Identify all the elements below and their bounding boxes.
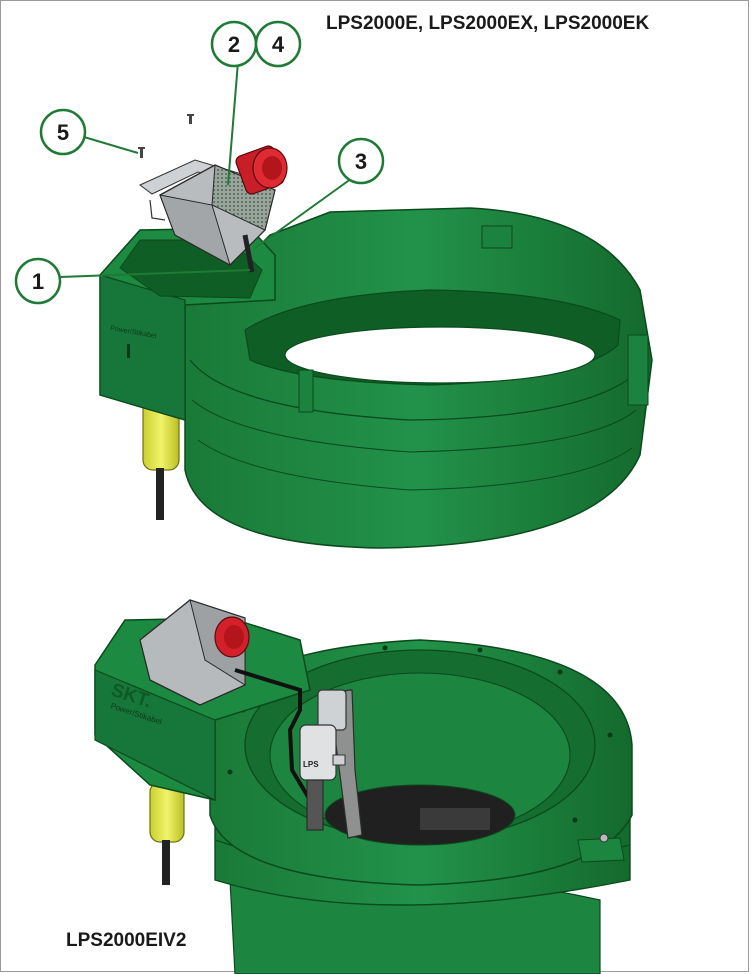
- callout-3: 3: [337, 137, 385, 185]
- model-title-top: LPS2000E, LPS2000EX, LPS2000EK: [326, 13, 650, 34]
- svg-text:5: 5: [57, 120, 69, 145]
- callout-4: 4: [254, 20, 302, 68]
- top-unit-tank: Power/Stikabel: [99, 207, 653, 549]
- screw-5a: [138, 147, 145, 158]
- pump-label: LPS: [303, 760, 319, 769]
- bottom-unit-tank: SKT. Power/Stikabel LPS: [94, 599, 633, 974]
- electrical-box-exploded: [138, 114, 288, 273]
- callout-1: 1: [14, 257, 62, 305]
- pump-assembly: LPS: [299, 689, 363, 839]
- red-plug-bottom: [214, 616, 250, 658]
- screw-5b: [187, 114, 194, 124]
- red-plug-top: [235, 145, 288, 195]
- svg-text:1: 1: [32, 269, 44, 294]
- cable-top: [156, 468, 164, 520]
- svg-text:4: 4: [272, 32, 285, 57]
- svg-text:3: 3: [355, 149, 367, 174]
- model-title-bottom: LPS2000EIV2: [66, 930, 187, 951]
- callout-leaders: [59, 61, 356, 278]
- svg-text:2: 2: [228, 32, 240, 57]
- callout-2: 2: [210, 20, 258, 68]
- callout-5: 5: [39, 108, 87, 156]
